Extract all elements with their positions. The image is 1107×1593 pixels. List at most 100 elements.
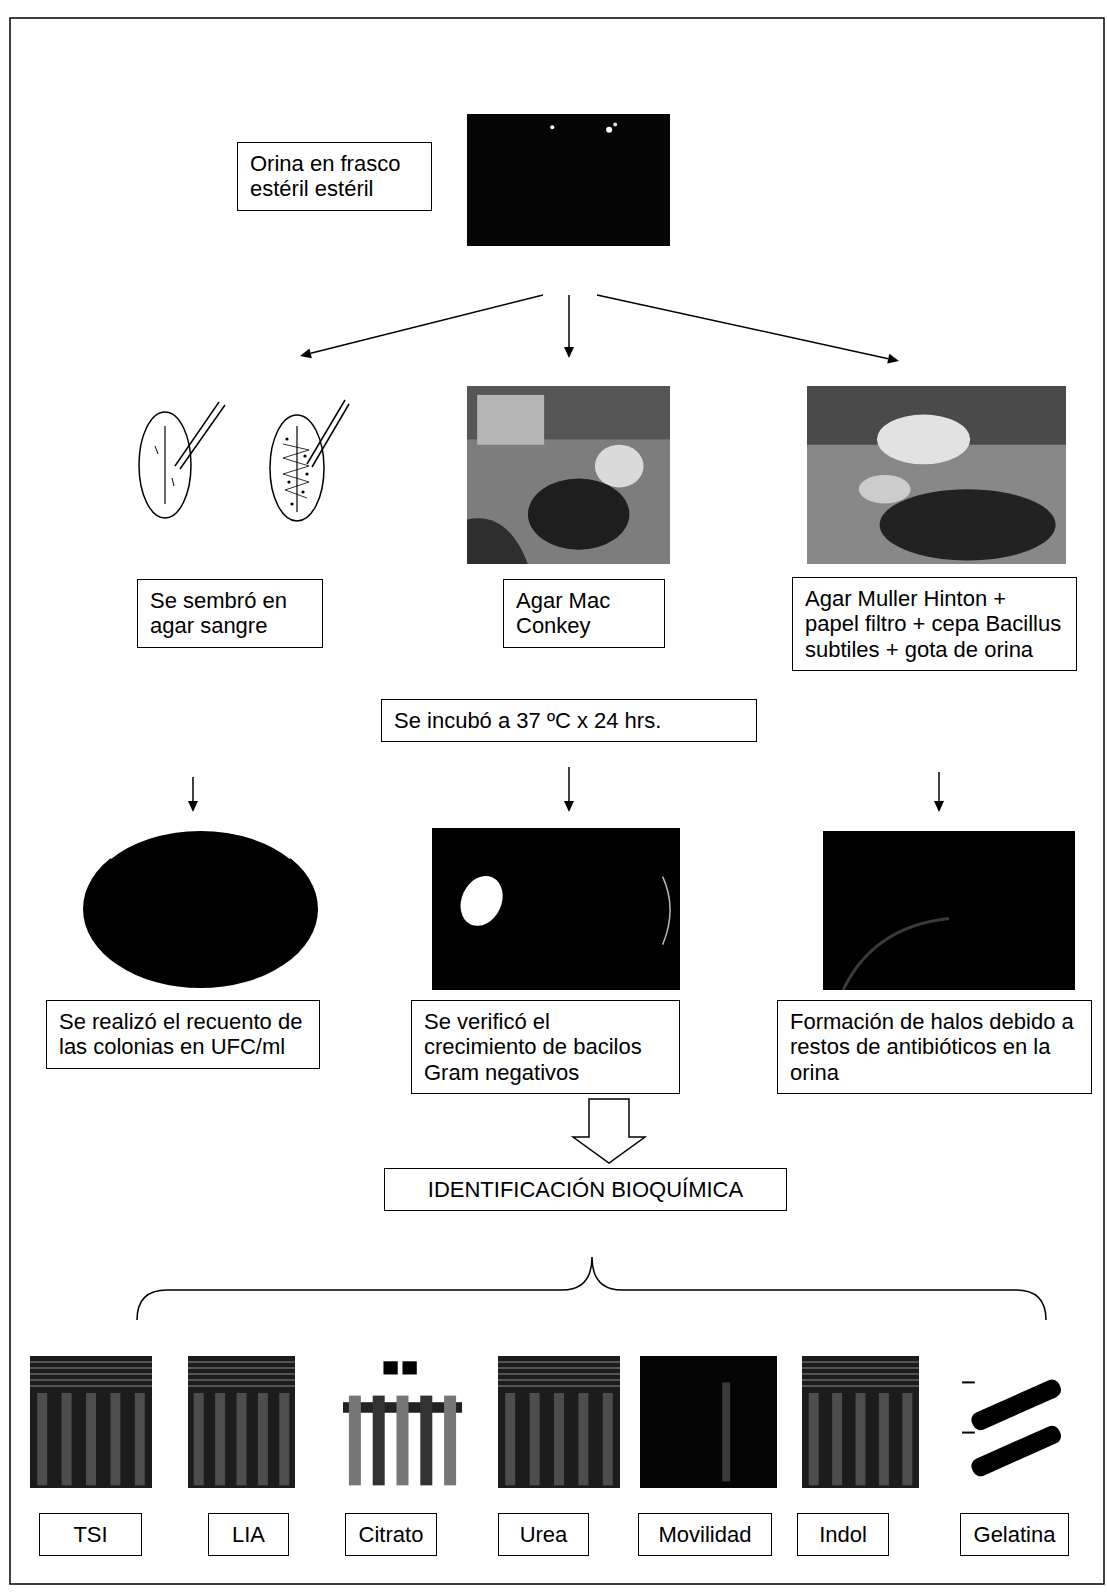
rack-line (498, 1374, 620, 1375)
colony-dot (303, 454, 306, 457)
node-text: Formación de halos debido a restos de an… (790, 1009, 1079, 1085)
rack-line (30, 1368, 152, 1369)
tube-mark (962, 1381, 975, 1383)
rack-line (498, 1386, 620, 1387)
arrow-head (564, 801, 574, 812)
rack-line (30, 1362, 152, 1363)
test-tube (237, 1393, 247, 1485)
tube-mark (962, 1432, 975, 1434)
photo-illustration (960, 1356, 1066, 1488)
text-box: Movilidad (638, 1513, 772, 1556)
process-node: Movilidad (638, 1356, 777, 1557)
colony-dot (285, 437, 288, 440)
photo-illustration (467, 386, 670, 564)
rack-line (188, 1368, 295, 1369)
connector (597, 295, 899, 364)
rack-line (30, 1386, 152, 1387)
photo-illustration (498, 1356, 620, 1488)
test-tube (215, 1393, 225, 1485)
streak-line (164, 426, 165, 504)
process-node: Se incubó a 37 ºC x 24 hrs. (381, 699, 757, 743)
loop-handle (307, 400, 345, 464)
colony-dot (290, 502, 293, 505)
text-box: Agar Mac Conkey (503, 579, 665, 648)
text-box: Urea (498, 1513, 589, 1556)
loop-handle (312, 404, 349, 467)
photo-illustration (807, 386, 1066, 564)
text-box: IDENTIFICACIÓN BIOQUÍMICA (384, 1168, 787, 1211)
photo-ground (432, 828, 680, 990)
photo-hand (528, 479, 630, 550)
process-node: Orina en frasco estéril estéril (237, 114, 670, 246)
arrow-head (300, 348, 312, 358)
rack-line (498, 1362, 620, 1363)
dish-rim (843, 918, 949, 990)
photo-ground (343, 1356, 462, 1488)
connector (300, 295, 543, 358)
test-tube (349, 1396, 361, 1486)
photo-speck (550, 125, 554, 129)
test-tube (969, 1377, 1064, 1433)
photo-illustration (188, 1356, 295, 1488)
photo-illustration (81, 828, 320, 990)
test-tube (194, 1393, 204, 1485)
process-node: Indol (797, 1356, 919, 1557)
node-text: Agar Mac Conkey (516, 588, 652, 639)
connector-line (938, 772, 940, 801)
colony-dot (305, 472, 308, 475)
test-tube (554, 1393, 564, 1485)
process-node: LIA (188, 1356, 295, 1557)
test-tube (420, 1396, 432, 1486)
process-node: TSI (30, 1356, 152, 1557)
arrow-head (934, 801, 944, 812)
streak-zigzag (283, 444, 309, 498)
photo-speck (613, 123, 617, 127)
photo-illustration (802, 1356, 919, 1488)
petri-dish-photo (83, 830, 318, 988)
test-tube (373, 1396, 385, 1486)
node-text: Urea (503, 1522, 584, 1547)
test-tube (279, 1393, 289, 1485)
test-tube (86, 1393, 96, 1485)
test-tube (258, 1393, 268, 1485)
outer-border (10, 18, 1104, 1584)
test-tube (62, 1393, 72, 1485)
node-text: TSI (44, 1522, 137, 1547)
colony-dot (287, 480, 290, 483)
connector-line (568, 767, 570, 801)
test-tube (832, 1393, 842, 1485)
connector (564, 767, 574, 812)
rack-line (188, 1380, 295, 1381)
text-box: Indol (797, 1513, 889, 1556)
photo-ground (188, 1356, 295, 1488)
photo-ground (467, 114, 670, 246)
node-text: Orina en frasco estéril estéril (250, 151, 419, 202)
process-node: IDENTIFICACIÓN BIOQUÍMICA (384, 1168, 787, 1212)
dish-glare (91, 849, 95, 853)
rack-line (802, 1386, 919, 1387)
photo-ground (467, 386, 670, 564)
photo-light (595, 445, 644, 488)
photo-ground (960, 1356, 1066, 1488)
arrow-head (188, 801, 198, 812)
photo-window (477, 395, 544, 445)
connector (934, 772, 944, 812)
node-text: IDENTIFICACIÓN BIOQUÍMICA (397, 1177, 774, 1202)
test-tube (722, 1382, 730, 1481)
connector-line (311, 295, 543, 353)
node-text: Citrato (350, 1522, 432, 1547)
photo-shade (467, 518, 528, 564)
dish-rim (663, 877, 670, 945)
rack-line (188, 1362, 295, 1363)
node-text: Gelatina (965, 1522, 1064, 1547)
block-arrow (573, 1099, 645, 1163)
rack-line (498, 1368, 620, 1369)
text-box: Se sembró en agar sangre (137, 579, 323, 648)
node-text: Movilidad (643, 1522, 767, 1547)
connector (564, 295, 574, 358)
test-tube (505, 1393, 515, 1485)
dish-rim (111, 830, 291, 858)
text-box: Orina en frasco estéril estéril (237, 142, 432, 211)
text-box: Se verificó el crecimiento de bacilos Gr… (411, 1000, 680, 1094)
colony-glare (453, 869, 511, 933)
